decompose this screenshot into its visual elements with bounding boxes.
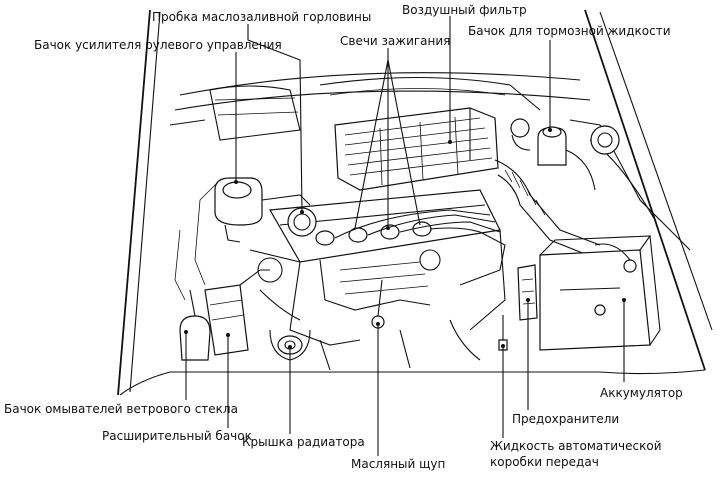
air-filter-housing [334, 107, 499, 191]
label-washer-reservoir: Бачок омывателей ветрового стекла [4, 402, 238, 416]
washer-reservoir [179, 289, 211, 361]
leader-oil-filler [247, 24, 303, 213]
lower-details [174, 179, 481, 371]
label-spark-plugs: Свечи зажигания [340, 34, 451, 48]
engine-block [249, 189, 506, 346]
label-air-filter: Воздушный фильтр [402, 3, 527, 17]
label-atf-line1: Жидкость автоматической [490, 439, 662, 453]
label-radiator-cap: Крышка радиатора [242, 435, 365, 449]
label-brake-fluid-reservoir: Бачок для тормозной жидкости [468, 24, 671, 38]
label-atf-line2: коробки передач [490, 455, 599, 469]
leader-lines [184, 16, 626, 456]
leader-spark-plugs-3 [387, 59, 421, 226]
label-power-steering-reservoir: Бачок усилителя рулевого управления [34, 38, 282, 52]
leader-spark-plugs-2 [354, 59, 389, 229]
cowl-details [209, 76, 620, 155]
label-oil-filler-cap: Пробка маслозаливной горловины [152, 10, 372, 24]
fuse-box [517, 264, 538, 321]
label-oil-dipstick: Масляный щуп [351, 457, 446, 471]
power-steering-reservoir [214, 177, 311, 243]
label-battery: Аккумулятор [600, 386, 683, 400]
label-expansion-tank: Расширительный бачок [102, 429, 252, 443]
intake-duct [494, 159, 601, 259]
battery [539, 235, 661, 351]
expansion-tank [204, 269, 270, 356]
brake-fluid-reservoir [511, 126, 596, 191]
label-fuses: Предохранители [512, 412, 620, 426]
